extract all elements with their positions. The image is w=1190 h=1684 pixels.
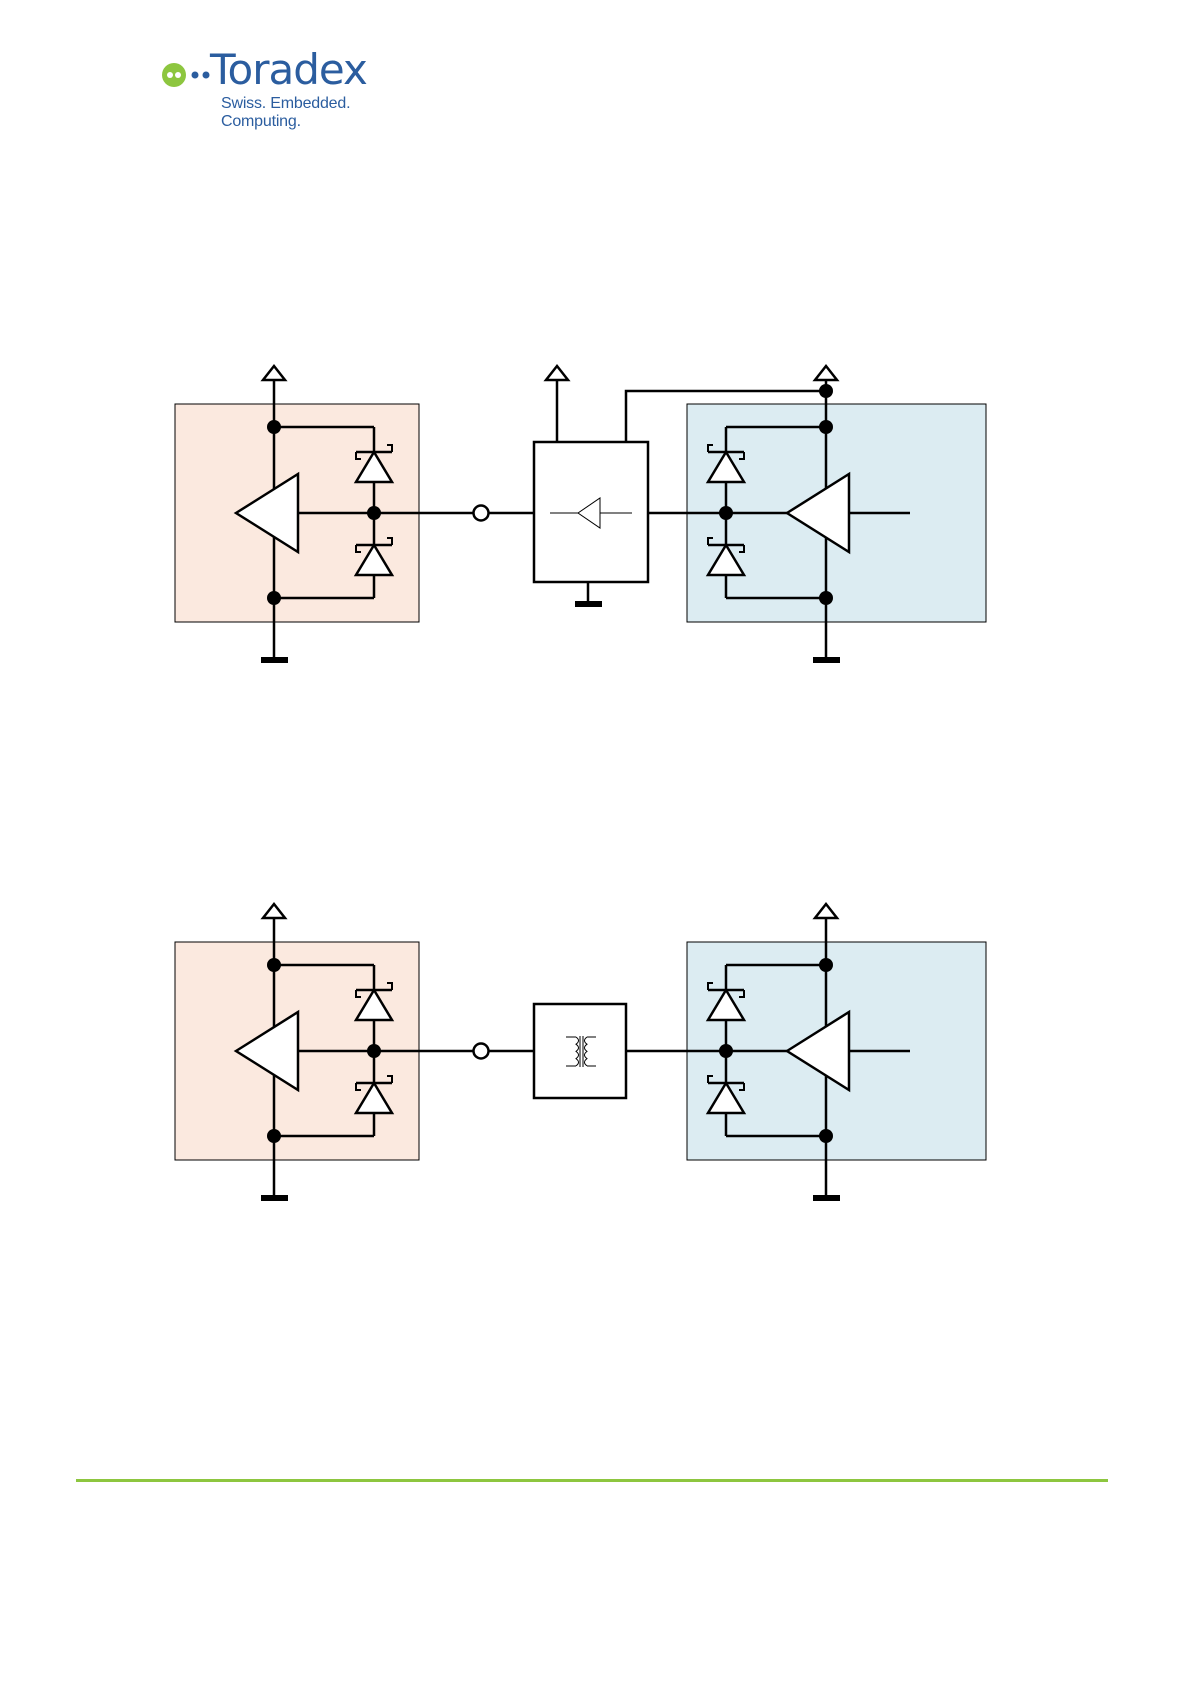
- left-ground-icon: [261, 1195, 288, 1201]
- junction-dot: [819, 958, 833, 972]
- junction-dot: [267, 1129, 281, 1143]
- junction-dot: [719, 1044, 733, 1058]
- right-supply-arrow-icon: [815, 904, 837, 918]
- left-supply-arrow-icon: [263, 904, 285, 918]
- right-ground-icon: [813, 1195, 840, 1201]
- transformer-link-diagram: [0, 0, 1108, 1260]
- footer-rule: [76, 1479, 1108, 1482]
- junction-dot: [267, 958, 281, 972]
- junction-dot: [819, 1129, 833, 1143]
- connector-terminal-icon: [474, 1044, 489, 1059]
